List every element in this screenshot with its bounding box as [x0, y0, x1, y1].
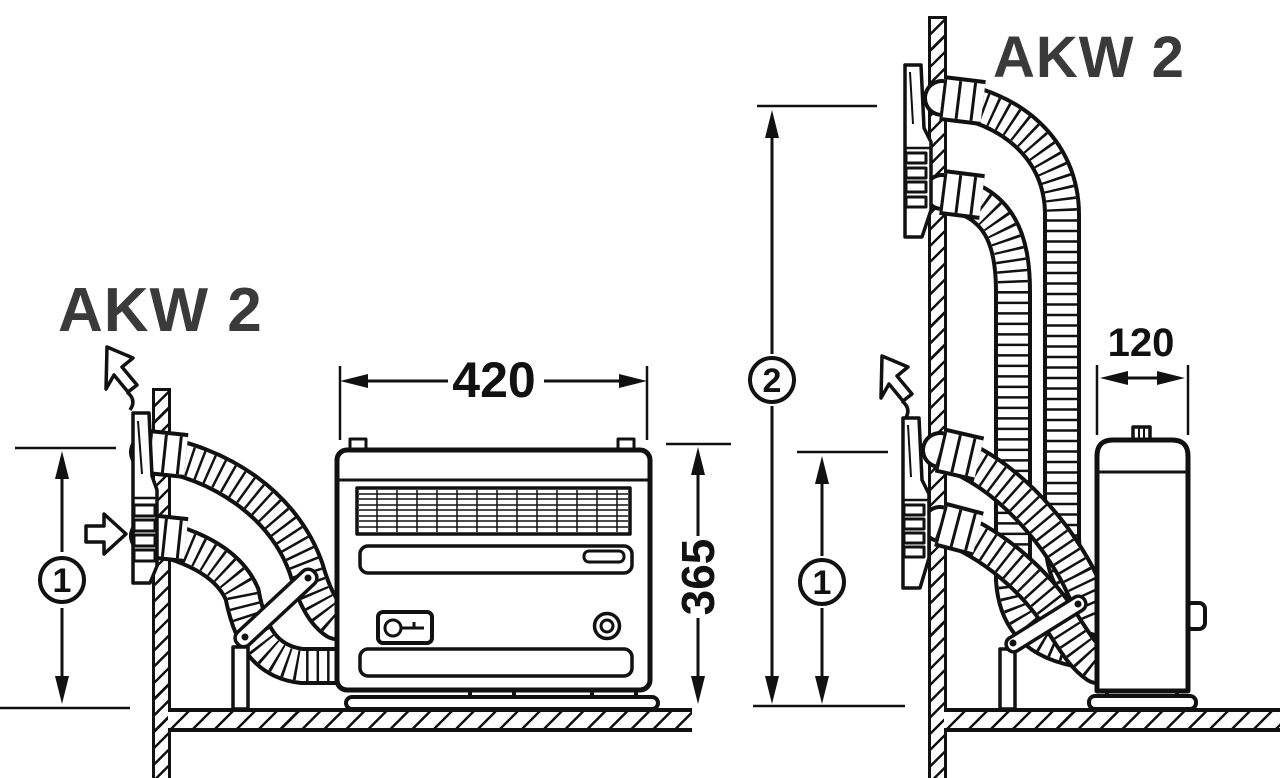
left-diagram-title: AKW 2: [58, 276, 263, 345]
heater-knob: [592, 611, 622, 641]
right-installation-diagram: AKW 2: [748, 25, 1207, 711]
dim-width-value: 420: [452, 352, 535, 408]
mouse-pointer-icon: [879, 354, 914, 421]
duct-support-bracket: [231, 567, 319, 711]
heater-unit: [334, 437, 660, 711]
flue-cylinder-unit: [1087, 425, 1207, 711]
callout-1-value: 1: [53, 562, 72, 600]
dimension-heater-height: 365: [666, 442, 731, 704]
left-wall-vent: [131, 411, 159, 585]
dimension-callout-2: 2: [748, 104, 905, 708]
dimension-callout-1-right: 1: [797, 450, 888, 704]
right-diagram-title: AKW 2: [993, 25, 1185, 90]
heater-control-lever: [376, 610, 434, 645]
heater-grille: [355, 486, 632, 536]
heater-lower-slot: [358, 647, 634, 678]
heater-upper-slot: [358, 544, 634, 575]
dim-height-value: 365: [672, 539, 724, 616]
left-upper-flex-duct: [129, 429, 355, 641]
left-installation-diagram: AKW 2: [0, 276, 731, 711]
dim-flue-width-value: 120: [1108, 321, 1175, 365]
heater-slot-pill: [582, 549, 626, 564]
duct-support-bracket: [998, 594, 1088, 711]
dimension-callout-1-left: 1: [0, 446, 130, 710]
mouse-pointer-icon: [104, 345, 139, 412]
dimension-heater-width: 420: [338, 352, 649, 440]
right-lower-wall-vent: [901, 416, 931, 590]
dimension-flue-width: 120: [1095, 321, 1190, 435]
right-upper-wall-vent: [903, 63, 933, 239]
callout-1-right-value: 1: [813, 564, 832, 602]
callout-2-value: 2: [763, 362, 782, 400]
airflow-arrow-icon: [84, 512, 128, 556]
right-lower-flex-duct-a: [921, 427, 1116, 637]
